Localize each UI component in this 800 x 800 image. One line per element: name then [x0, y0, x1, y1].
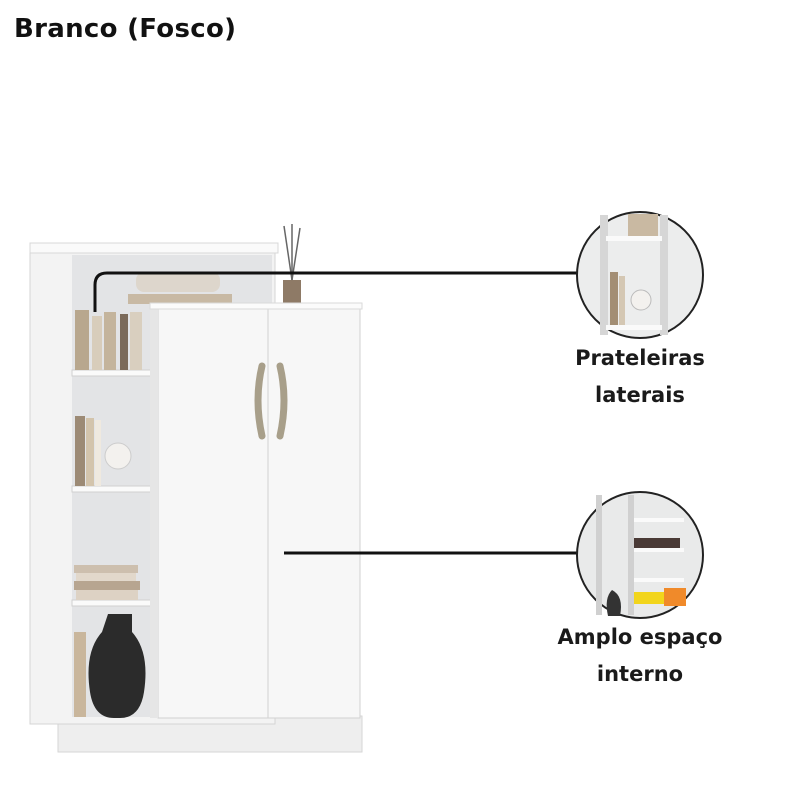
feature-label-interior: Amplo espaço interno — [530, 619, 750, 693]
feature-label-line: interno — [596, 662, 684, 686]
shelf — [71, 485, 153, 493]
detail-storage-boxes — [634, 538, 680, 548]
door-unit-side — [150, 305, 158, 718]
detail-shelf — [606, 325, 662, 330]
book-stack — [74, 581, 140, 590]
detail-panel — [660, 215, 668, 335]
detail-book — [610, 272, 618, 325]
shelf — [71, 599, 153, 607]
detail-yellow-folder — [634, 592, 664, 604]
door-unit-top — [149, 302, 363, 310]
detail-circle-border — [576, 491, 704, 619]
detail-shelf — [606, 236, 662, 241]
book-stack — [76, 573, 136, 581]
feature-label-line: laterais — [595, 383, 685, 407]
book-stack — [128, 294, 232, 304]
diffuser-bottle — [283, 280, 301, 306]
detail-circle-interior — [576, 491, 704, 619]
door-handle[interactable] — [254, 362, 266, 440]
detail-panel — [596, 495, 602, 615]
book — [74, 632, 86, 717]
books — [74, 224, 301, 717]
detail-shelf — [634, 518, 684, 522]
book — [104, 312, 116, 370]
detail-panel — [628, 495, 634, 615]
decor-bowl — [136, 272, 220, 292]
detail-circle-shelves — [576, 211, 704, 339]
door-handle[interactable] — [276, 362, 288, 440]
detail-shelf — [634, 548, 684, 552]
feature-label-shelves: Prateleiras laterais — [530, 340, 750, 414]
detail-clock-decor — [630, 289, 652, 311]
book — [92, 316, 102, 370]
book — [75, 310, 89, 370]
detail-circle-border — [576, 211, 704, 339]
book — [86, 418, 94, 486]
diffuser-reed — [283, 225, 293, 281]
feature-label-line: Prateleiras — [575, 346, 705, 370]
book — [130, 312, 142, 370]
book — [95, 420, 101, 486]
color-title: Branco (Fosco) — [14, 14, 237, 44]
cabinet-top — [29, 242, 279, 254]
detail-book — [619, 276, 625, 325]
detail-vase — [606, 590, 621, 616]
book — [120, 314, 128, 370]
detail-panel — [600, 215, 608, 335]
clock-decor — [104, 442, 132, 470]
book-stack — [74, 565, 138, 573]
detail-books — [628, 214, 658, 236]
diffuser-reed — [291, 227, 301, 281]
callout-line — [93, 271, 577, 312]
shelf — [71, 369, 153, 377]
book — [75, 416, 85, 486]
feature-label-line: Amplo espaço — [557, 625, 723, 649]
door-left[interactable] — [157, 307, 269, 719]
vase — [88, 614, 146, 718]
detail-orange-folder — [664, 588, 686, 606]
book-stack — [76, 590, 138, 600]
detail-shelf — [634, 578, 684, 582]
